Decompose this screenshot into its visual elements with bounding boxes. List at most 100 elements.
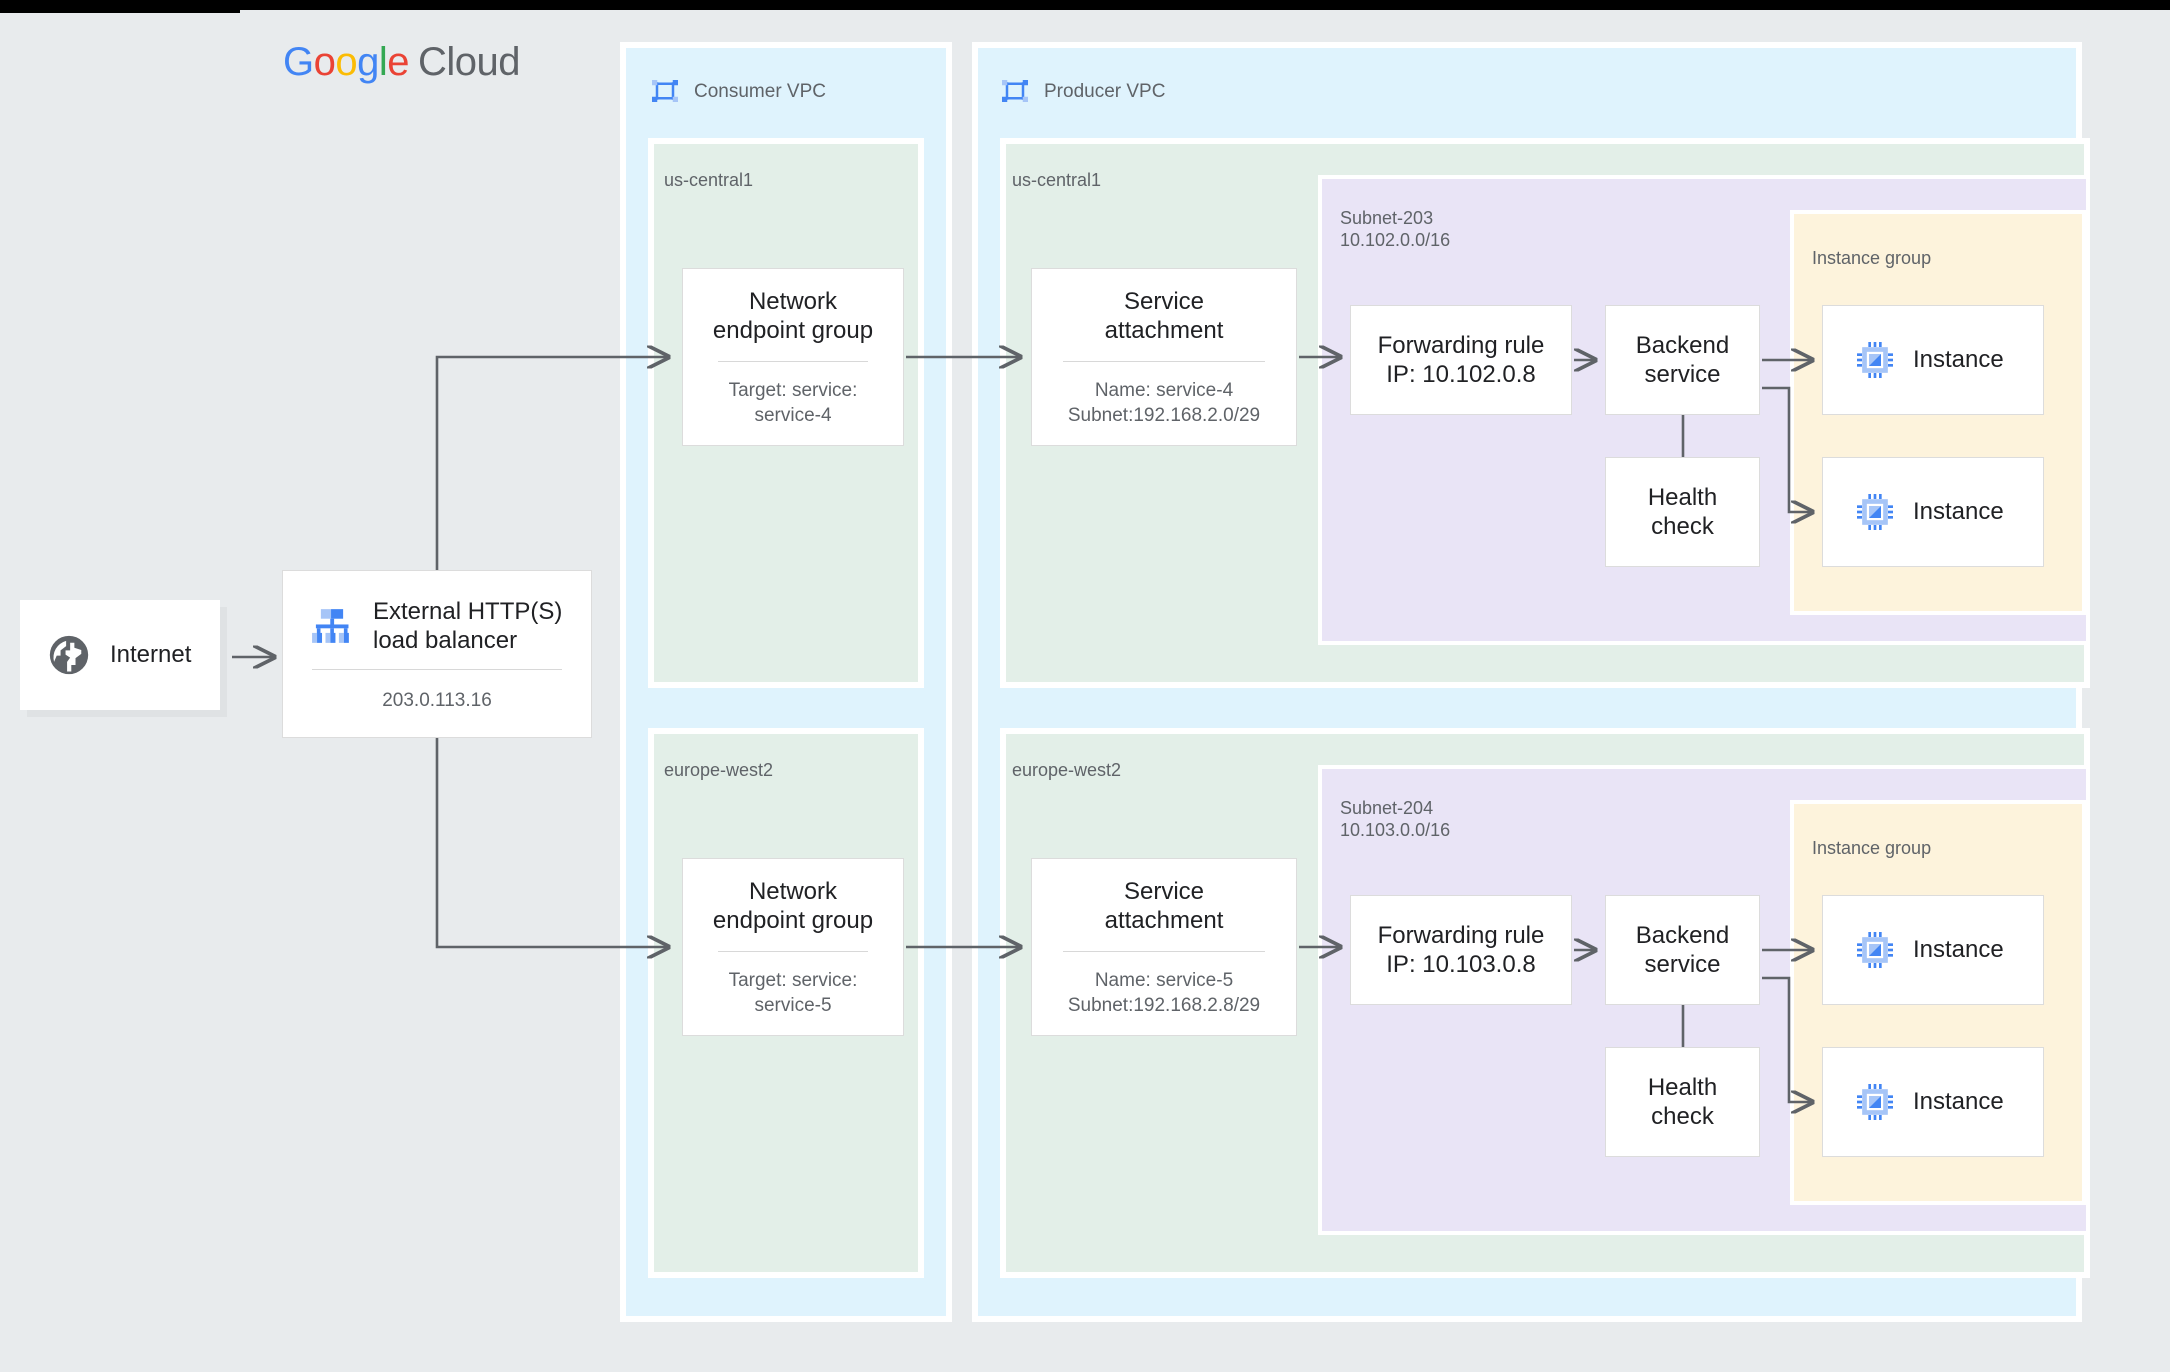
service-attachment-title: Service attachment bbox=[1105, 877, 1224, 935]
external-http-load-balancer-node[interactable]: External HTTP(S) load balancer 203.0.113… bbox=[282, 570, 592, 738]
service-attachment-divider bbox=[1063, 360, 1265, 362]
instance-chip-icon bbox=[1857, 932, 1893, 968]
instance-chip-icon bbox=[1857, 1084, 1893, 1120]
instance-group-us-central1-label: Instance group bbox=[1812, 248, 1932, 268]
service-attachment-us-central1[interactable]: Service attachment Name: service-4 Subne… bbox=[1031, 268, 1297, 446]
network-endpoint-group-europe-west2[interactable]: Network endpoint group Target: service: … bbox=[682, 858, 904, 1036]
service-attachment-subtitle: Name: service-4 Subnet:192.168.2.0/29 bbox=[1068, 378, 1260, 428]
sa-sub-line1: Name: service-5 bbox=[1094, 969, 1234, 991]
neg-divider bbox=[718, 950, 868, 952]
neg-sub-line2: service-5 bbox=[754, 994, 832, 1016]
producer-vpc-title: Producer VPC bbox=[1044, 81, 1166, 102]
load-balancer-icon bbox=[312, 609, 349, 643]
instance-chip-icon bbox=[1857, 342, 1893, 378]
logo-letter-o2: o bbox=[335, 40, 358, 84]
forwarding-rule-text: Forwarding rule IP: 10.102.0.8 bbox=[1378, 331, 1545, 389]
sa-title-line1: Service bbox=[1123, 877, 1204, 905]
neg-title: Network endpoint group bbox=[713, 287, 873, 345]
load-balancer-ip: 203.0.113.16 bbox=[382, 690, 492, 711]
neg-subtitle: Target: service: service-5 bbox=[729, 968, 858, 1018]
load-balancer-title: External HTTP(S) load balancer bbox=[373, 597, 562, 655]
service-attachment-divider bbox=[1063, 950, 1265, 952]
subnet-name: Subnet-203 bbox=[1340, 208, 1434, 228]
subnet-204-label: Subnet-204 10.103.0.0/16 bbox=[1340, 797, 1450, 841]
sa-title-line2: attachment bbox=[1104, 316, 1224, 344]
neg-title-line2: endpoint group bbox=[712, 906, 874, 934]
lb-title-line1: External HTTP(S) bbox=[373, 598, 563, 625]
logo-word-cloud: Cloud bbox=[418, 40, 521, 84]
forwarding-rule-line2: IP: 10.103.0.8 bbox=[1386, 951, 1536, 978]
neg-title: Network endpoint group bbox=[713, 877, 873, 935]
producer-region-us-central1-label: us-central1 bbox=[1012, 170, 1102, 190]
internet-label: Internet bbox=[110, 641, 192, 668]
lb-title-line2: load balancer bbox=[373, 627, 518, 654]
vpc-icon bbox=[1002, 80, 1028, 102]
producer-region-europe-west2-label: europe-west2 bbox=[1012, 760, 1122, 780]
backend-service-line2: service bbox=[1644, 361, 1721, 388]
neg-sub-line2: service-4 bbox=[754, 404, 832, 426]
backend-service-text: Backend service bbox=[1636, 331, 1729, 389]
forwarding-rule-line2: IP: 10.102.0.8 bbox=[1386, 361, 1536, 388]
health-check-text: Health check bbox=[1648, 1073, 1717, 1131]
top-black-bar-left-segment bbox=[0, 0, 240, 13]
instance-chip-icon bbox=[1857, 494, 1893, 530]
service-attachment-title: Service attachment bbox=[1105, 287, 1224, 345]
sa-title-line1: Service bbox=[1123, 287, 1204, 315]
sa-title-line2: attachment bbox=[1104, 906, 1224, 934]
backend-service-text: Backend service bbox=[1636, 921, 1729, 979]
subnet-203-label: Subnet-203 10.102.0.0/16 bbox=[1340, 207, 1450, 251]
load-balancer-divider bbox=[312, 669, 562, 670]
health-check-line2: check bbox=[1651, 1103, 1714, 1130]
internet-node[interactable]: Internet bbox=[20, 600, 220, 710]
vpc-icon bbox=[652, 80, 678, 102]
logo-letter-l: l bbox=[378, 40, 388, 84]
health-check-line1: Health bbox=[1647, 484, 1718, 511]
logo-letter-e: e bbox=[387, 40, 410, 84]
neg-title-line2: endpoint group bbox=[712, 316, 874, 344]
health-check-line1: Health bbox=[1647, 1074, 1718, 1101]
instance-group-europe-west2-label: Instance group bbox=[1812, 838, 1932, 858]
backend-service-europe-west2[interactable]: Backend service bbox=[1605, 895, 1760, 1005]
health-check-text: Health check bbox=[1648, 483, 1717, 541]
forwarding-rule-line1: Forwarding rule bbox=[1377, 922, 1545, 949]
service-attachment-europe-west2[interactable]: Service attachment Name: service-5 Subne… bbox=[1031, 858, 1297, 1036]
instance-card-europe-west2-1[interactable]: Instance bbox=[1822, 895, 2044, 1005]
subnet-cidr: 10.102.0.0/16 bbox=[1340, 230, 1451, 250]
top-black-bar bbox=[0, 0, 2170, 10]
neg-divider bbox=[718, 360, 868, 362]
neg-sub-line1: Target: service: bbox=[728, 379, 858, 401]
health-check-line2: check bbox=[1651, 513, 1714, 540]
health-check-europe-west2[interactable]: Health check bbox=[1605, 1047, 1760, 1157]
consumer-region-us-central1-label: us-central1 bbox=[664, 170, 754, 190]
health-check-us-central1[interactable]: Health check bbox=[1605, 457, 1760, 567]
instance-label: Instance bbox=[1913, 1088, 2004, 1115]
instance-card-us-central1-2[interactable]: Instance bbox=[1822, 457, 2044, 567]
network-endpoint-group-us-central1[interactable]: Network endpoint group Target: service: … bbox=[682, 268, 904, 446]
subnet-name: Subnet-204 bbox=[1340, 798, 1434, 818]
forwarding-rule-text: Forwarding rule IP: 10.103.0.8 bbox=[1378, 921, 1545, 979]
instance-card-europe-west2-2[interactable]: Instance bbox=[1822, 1047, 2044, 1157]
forwarding-rule-us-central1[interactable]: Forwarding rule IP: 10.102.0.8 bbox=[1350, 305, 1572, 415]
consumer-region-europe-west2-label: europe-west2 bbox=[664, 760, 774, 780]
forwarding-rule-line1: Forwarding rule bbox=[1377, 332, 1545, 359]
backend-service-line1: Backend bbox=[1635, 922, 1730, 949]
consumer-vpc-title: Consumer VPC bbox=[694, 81, 826, 102]
logo-letter-o1: o bbox=[313, 40, 336, 84]
subnet-cidr: 10.103.0.0/16 bbox=[1340, 820, 1451, 840]
instance-label: Instance bbox=[1913, 498, 2004, 525]
neg-title-line1: Network bbox=[748, 877, 837, 905]
service-attachment-subtitle: Name: service-5 Subnet:192.168.2.8/29 bbox=[1068, 968, 1260, 1018]
backend-service-line2: service bbox=[1644, 951, 1721, 978]
instance-card-us-central1-1[interactable]: Instance bbox=[1822, 305, 2044, 415]
neg-title-line1: Network bbox=[748, 287, 837, 315]
instance-label: Instance bbox=[1913, 936, 2004, 963]
forwarding-rule-europe-west2[interactable]: Forwarding rule IP: 10.103.0.8 bbox=[1350, 895, 1572, 1005]
neg-sub-line1: Target: service: bbox=[728, 969, 858, 991]
globe-icon bbox=[49, 635, 89, 675]
sa-sub-line1: Name: service-4 bbox=[1094, 379, 1234, 401]
backend-service-us-central1[interactable]: Backend service bbox=[1605, 305, 1760, 415]
backend-service-line1: Backend bbox=[1635, 332, 1730, 359]
sa-sub-line2: Subnet:192.168.2.8/29 bbox=[1067, 994, 1261, 1016]
neg-subtitle: Target: service: service-4 bbox=[729, 378, 858, 428]
